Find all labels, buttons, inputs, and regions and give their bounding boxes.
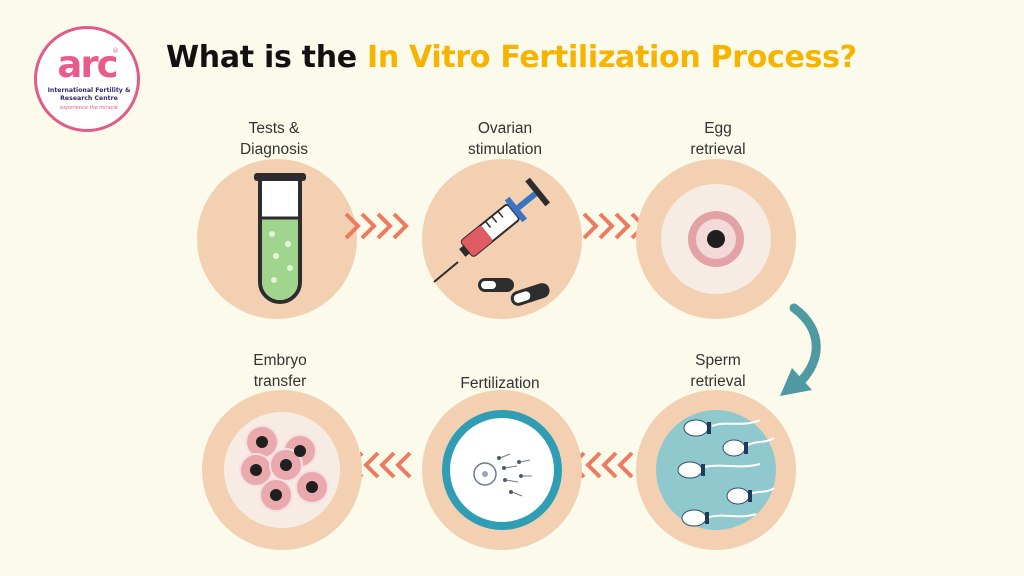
logo-name-line2: Research Centre xyxy=(60,94,118,102)
step-label-line1: Sperm xyxy=(695,352,741,369)
step-label-line1: Ovarian xyxy=(477,120,533,137)
step-label-line1: Embryo xyxy=(253,352,307,369)
logo-name-line1: International Fertility & xyxy=(47,87,131,94)
arc-logo: arc ® International Fertility & Research… xyxy=(34,26,140,132)
embryo-cells-icon xyxy=(224,412,340,528)
chevron-arrow-right-1 xyxy=(344,212,409,240)
turn-arrow-down-icon xyxy=(780,303,821,396)
step-egg-retrieval xyxy=(636,159,796,319)
step-label-embryo-transfer: Embryo transfer xyxy=(195,350,365,392)
step-label-line1: Fertilization xyxy=(460,375,540,392)
logo-registered-mark: ® xyxy=(112,47,119,55)
logo-tagline: experience the miracle xyxy=(60,105,118,111)
step-embryo-transfer xyxy=(202,390,362,550)
step-label-line2: retrieval xyxy=(690,141,746,158)
step-label-line1: Egg xyxy=(704,120,732,137)
logo-brand: arc xyxy=(57,43,118,86)
step-label-fertilization: Fertilization xyxy=(415,373,585,394)
chevron-arrow-right-2 xyxy=(582,212,647,240)
step-label-egg-retrieval: Egg retrieval xyxy=(633,118,803,160)
step-fertilization xyxy=(422,390,582,550)
logo-name: International Fertility & Research Centr… xyxy=(43,87,135,102)
step-ovarian-stimulation xyxy=(422,159,582,319)
page-title: What is the In Vitro Fertilization Proce… xyxy=(166,40,857,75)
step-label-line2: Diagnosis xyxy=(239,141,309,158)
egg-cell-icon xyxy=(661,184,771,294)
step-label-line1: Tests & xyxy=(248,120,300,137)
step-label-tests-diagnosis: Tests & Diagnosis xyxy=(189,118,359,160)
sperm-icon xyxy=(656,410,776,530)
step-label-ovarian-stimulation: Ovarian stimulation xyxy=(420,118,590,160)
petri-dish-icon xyxy=(442,410,562,530)
step-sperm-retrieval xyxy=(636,390,796,550)
syringe-icon xyxy=(433,177,551,283)
step-label-sperm-retrieval: Sperm retrieval xyxy=(633,350,803,392)
step-circle xyxy=(422,159,582,319)
pill-capsule-icon xyxy=(478,278,550,306)
step-label-line2: stimulation xyxy=(467,141,543,158)
step-label-line2: retrieval xyxy=(690,373,746,390)
step-label-line2: transfer xyxy=(253,373,307,390)
step-tests-diagnosis xyxy=(197,159,357,319)
test-tube-icon xyxy=(254,173,306,304)
title-part1: What is the xyxy=(166,40,367,75)
title-part2: In Vitro Fertilization Process? xyxy=(366,40,857,75)
